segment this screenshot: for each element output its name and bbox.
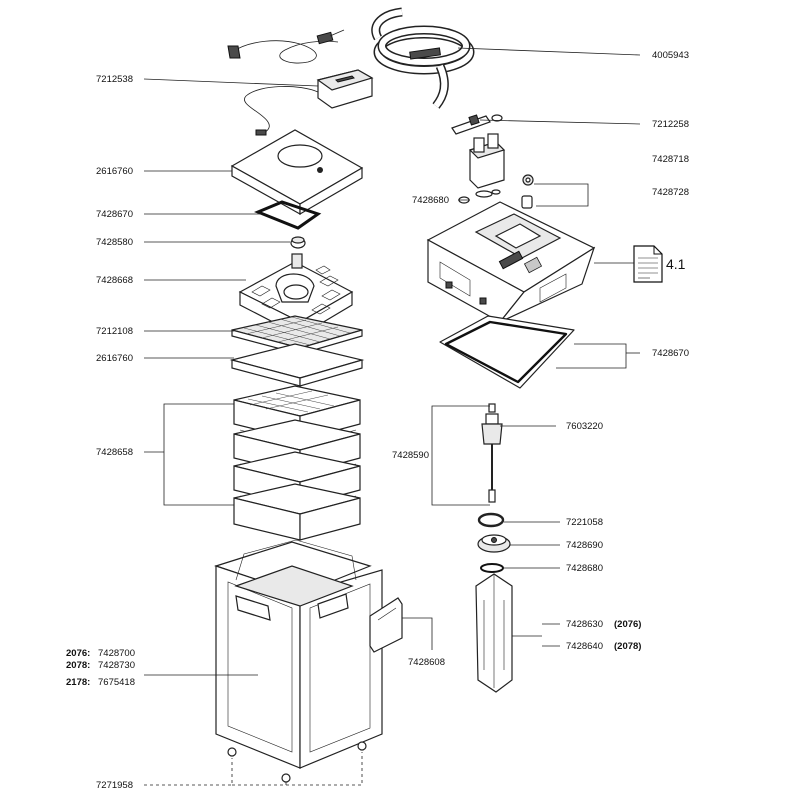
- canister-model-2078: 2078:: [66, 660, 90, 671]
- canister-model-2076: 2076:: [66, 648, 90, 659]
- small-cap: [290, 236, 306, 249]
- filter-basket: [233, 483, 361, 541]
- label-impeller-set: 7428590: [392, 450, 429, 461]
- label-hose: 4005943: [652, 50, 689, 61]
- filter-top: [238, 253, 354, 338]
- label-small-cap: 7428580: [96, 237, 133, 248]
- power-cord: [227, 29, 345, 64]
- canister: [214, 539, 383, 783]
- label-feet: 7271958: [96, 780, 133, 791]
- labels-right: 4005943 7212258 7428718 7428728 7428680 …: [392, 50, 689, 668]
- o-ring: [480, 563, 504, 573]
- label-head-seal: 7428670: [652, 348, 689, 359]
- label-valve: 7428728: [652, 187, 689, 198]
- pump-head: [426, 201, 596, 323]
- labels-canister: 2076: 7428700 2078: 7428730 2178: 767541…: [66, 648, 135, 688]
- filter-basket-stack: [233, 385, 361, 541]
- adapter: [468, 133, 506, 198]
- seal-ring: [477, 512, 505, 528]
- canister-number-2076: 7428700: [98, 648, 135, 659]
- canister-number-2178: 7675418: [98, 677, 135, 688]
- fleece-pad: [229, 343, 365, 387]
- top-lid: [230, 129, 364, 216]
- document-ref: 4.1: [666, 256, 686, 272]
- label-seal-ring: 7221058: [566, 517, 603, 528]
- label-riser-2076-model: (2076): [614, 619, 641, 630]
- label-riser-2076: 7428630: [566, 619, 603, 630]
- label-riser-2078-model: (2078): [614, 641, 641, 652]
- impeller-cover: [477, 534, 511, 553]
- hose-coil: [371, 7, 475, 109]
- label-riser-2078: 7428640: [566, 641, 603, 652]
- label-grid-pad: 7212108: [96, 326, 133, 337]
- label-o-ring: 7428680: [566, 563, 603, 574]
- label-power-supply: 7212538: [96, 74, 133, 85]
- label-impeller-cover: 7428690: [566, 540, 603, 551]
- label-impeller: 7603220: [566, 421, 603, 432]
- power-supply: [244, 69, 374, 136]
- head-seal: [439, 315, 575, 389]
- canister-model-2178: 2178:: [66, 677, 90, 688]
- lid-seal: [254, 200, 322, 230]
- label-top-lid: 2616760: [96, 166, 133, 177]
- document-icon: [633, 245, 663, 283]
- label-connector: 7212258: [652, 119, 689, 130]
- label-filter-baskets: 7428658: [96, 447, 133, 458]
- label-adapter-ring: 7428680: [412, 195, 449, 206]
- riser-tube: [475, 573, 513, 693]
- label-filter-top: 7428668: [96, 275, 133, 286]
- leader-lines: [143, 47, 641, 786]
- valve: [521, 174, 534, 209]
- label-fleece-pad: 2616760: [96, 353, 133, 364]
- label-latch: 7428608: [408, 657, 445, 668]
- latch: [369, 597, 403, 653]
- label-lid-seal: 7428670: [96, 209, 133, 220]
- canister-number-2078: 7428730: [98, 660, 135, 671]
- connector: [451, 114, 503, 135]
- labels-left: 7212538 2616760 7428670 7428580 7428668 …: [96, 74, 133, 791]
- impeller: [481, 403, 503, 503]
- label-adapter: 7428718: [652, 154, 689, 165]
